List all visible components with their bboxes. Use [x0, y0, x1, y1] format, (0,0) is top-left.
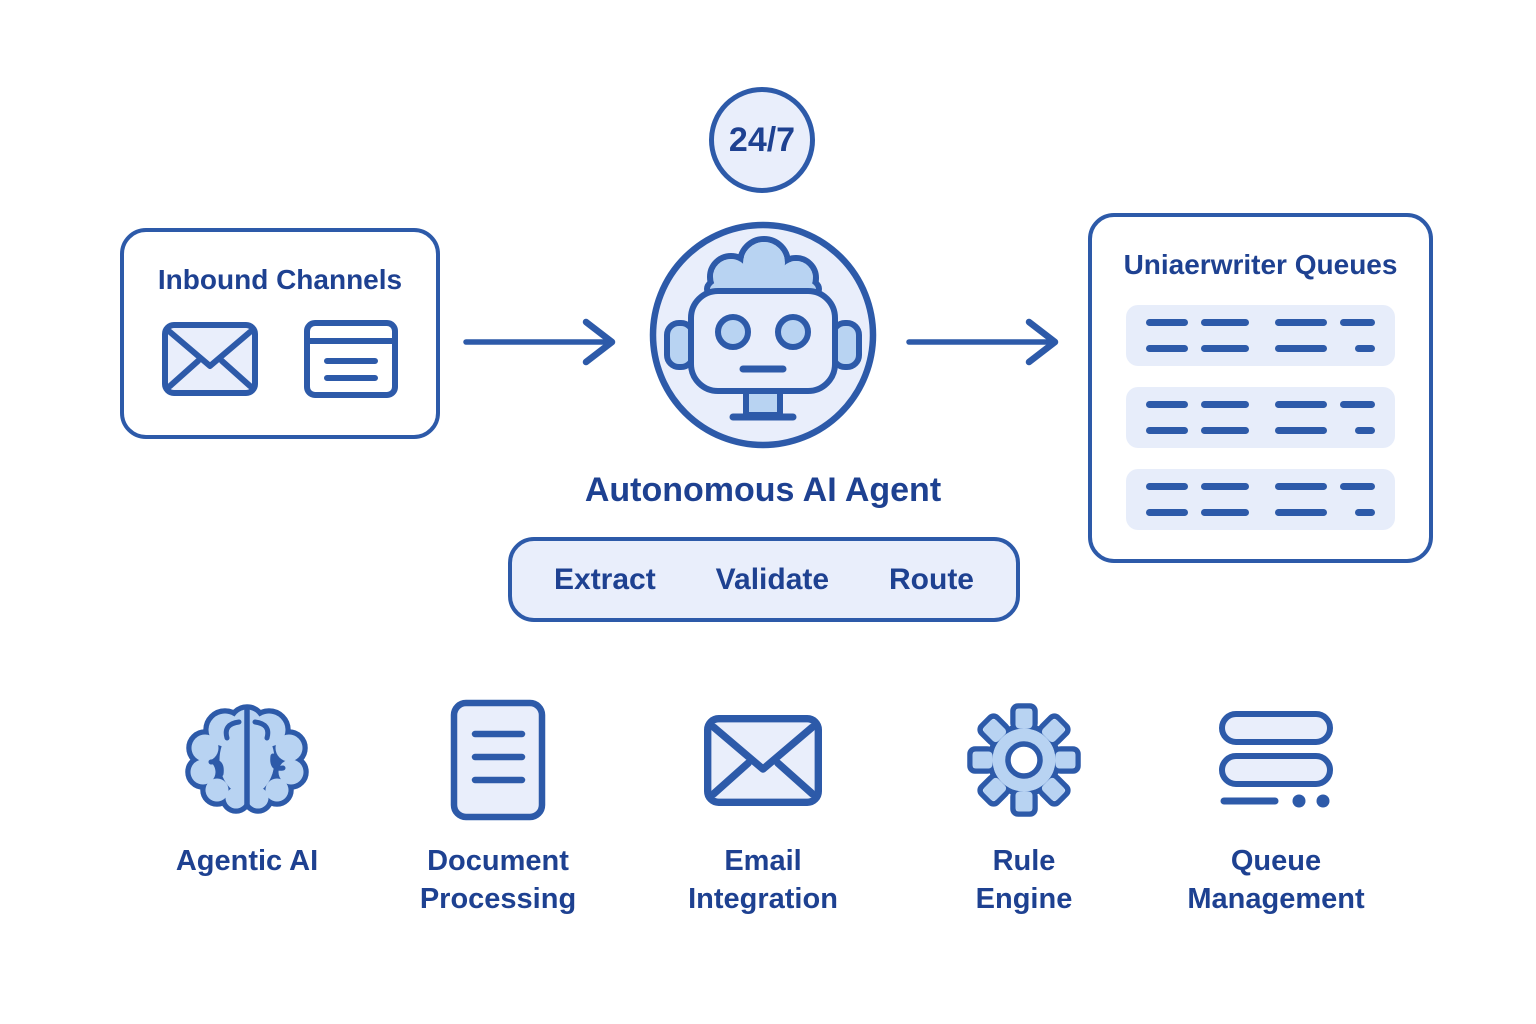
inbound-channels-title: Inbound Channels [157, 264, 403, 295]
badge-24-7-label: 24/7 [728, 120, 796, 159]
feature-label: Queue Management [1187, 845, 1365, 915]
queue-row [1126, 387, 1395, 448]
arrow-right-icon [905, 314, 1065, 370]
feature-label: Rule Engine [975, 845, 1073, 915]
queue-icon [1217, 692, 1335, 828]
envelope-icon [162, 322, 258, 401]
gear-icon [965, 692, 1083, 828]
underwriter-queues-title: Uniaerwriter Queues [1123, 249, 1398, 280]
arrow-right-icon [462, 314, 622, 370]
feature-label: Agentic AI [175, 845, 319, 877]
feature-rule-engine: Rule Engine [904, 692, 1144, 918]
pipeline-step-route: Route [889, 562, 974, 596]
underwriter-queues-box: Uniaerwriter Queues [1088, 213, 1433, 563]
robot-icon [647, 219, 879, 451]
badge-24-7: 24/7 [709, 87, 815, 193]
feature-email-integration: Email Integration [643, 692, 883, 918]
feature-agentic-ai: Agentic AI [127, 692, 367, 880]
feature-document-processing: Document Processing [378, 692, 618, 918]
pipeline-step-validate: Validate [715, 562, 830, 596]
agent-label: Autonomous AI Agent [584, 471, 942, 509]
feature-queue-management: Queue Management [1156, 692, 1396, 918]
queue-row [1126, 305, 1395, 366]
pipeline-pill: Extract Validate Route [508, 537, 1020, 622]
document-icon [450, 692, 546, 828]
queue-rows [1126, 305, 1395, 530]
feature-label: Document Processing [419, 845, 577, 915]
feature-label: Email Integration [688, 845, 838, 915]
inbound-channels-icons [124, 320, 436, 403]
brain-icon [181, 692, 313, 828]
pipeline-step-extract: Extract [554, 562, 656, 596]
envelope-icon [704, 692, 822, 828]
inbound-channels-box: Inbound Channels [120, 228, 440, 439]
card-icon [304, 320, 398, 403]
queue-row [1126, 469, 1395, 530]
